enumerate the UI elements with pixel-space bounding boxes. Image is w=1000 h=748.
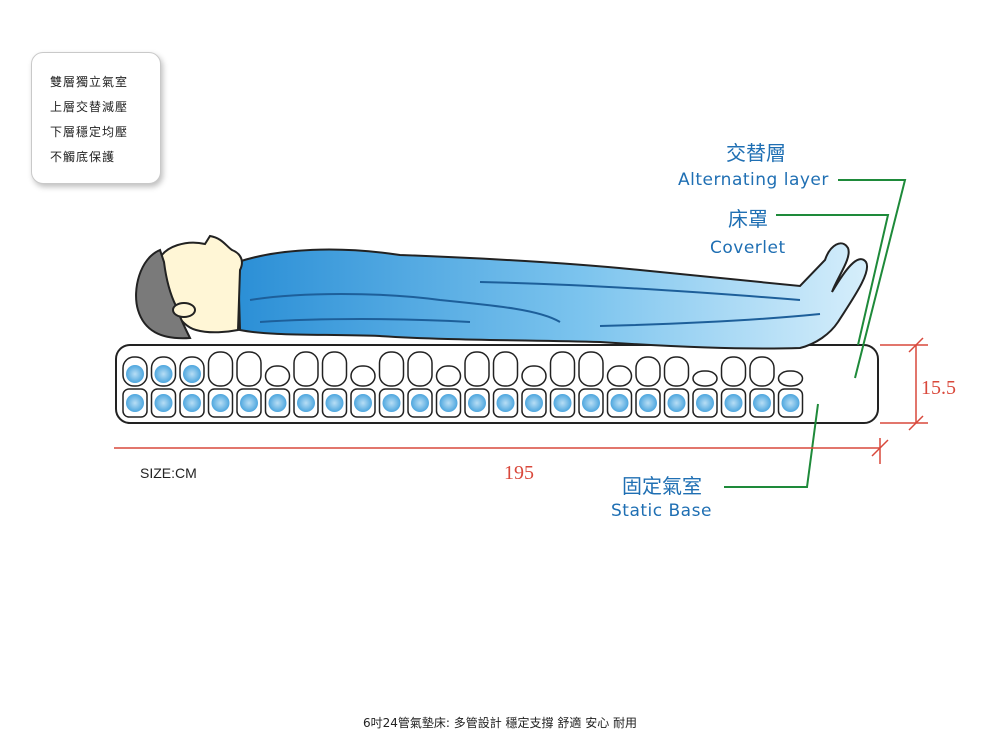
- cell-air-dot: [268, 394, 287, 412]
- static-base-label-zh: 固定氣室: [622, 474, 702, 498]
- cell-air-dot: [553, 394, 572, 412]
- cell-air-dot: [610, 394, 629, 412]
- cell-air-dot: [667, 394, 686, 412]
- upper-air-cell: [435, 365, 462, 387]
- upper-air-cell: [692, 370, 718, 387]
- leader-static: [724, 403, 819, 488]
- cell-air-dot: [354, 394, 372, 412]
- length-dimension: 195: [504, 462, 534, 484]
- cell-air-dot: [183, 394, 201, 412]
- upper-air-cell: [207, 351, 234, 387]
- upper-air-cell: [635, 356, 661, 387]
- cell-air-dot: [525, 394, 543, 412]
- cell-air-dot: [639, 394, 657, 412]
- static-base-label-en: Static Base: [611, 501, 712, 521]
- upper-air-cell: [492, 351, 519, 387]
- cell-air-dot: [582, 394, 600, 412]
- cell-air-dot: [496, 394, 515, 412]
- cell-air-dot: [211, 394, 230, 412]
- cell-air-dot: [325, 394, 344, 412]
- cell-air-dot: [439, 394, 458, 412]
- cell-air-dot: [724, 394, 743, 412]
- coverlet-label-zh: 床罩: [728, 207, 768, 231]
- note-line: 不觸底保護: [50, 150, 116, 164]
- upper-air-cell: [264, 365, 291, 387]
- upper-air-cell: [350, 365, 376, 387]
- coverlet-label-en: Coverlet: [710, 238, 786, 258]
- upper-air-cell: [777, 370, 804, 387]
- upper-air-cell: [293, 351, 319, 387]
- upper-air-cell: [236, 351, 262, 387]
- note-line: 雙層獨立氣室: [50, 75, 129, 89]
- note-line: 上層交替減壓: [50, 100, 129, 114]
- cell-air-dot: [753, 394, 771, 412]
- upper-air-cell: [378, 351, 405, 387]
- cell-air-dot: [382, 394, 401, 412]
- upper-air-cell: [606, 365, 633, 387]
- upper-air-cell: [578, 351, 604, 387]
- product-caption: 6吋24管氣墊床: 多管設計 穩定支撐 舒適 安心 耐用: [362, 716, 638, 730]
- size-unit-label: SIZE:CM: [140, 465, 197, 481]
- cell-air-dot: [696, 394, 714, 412]
- alternating-layer-label-en: Alternating layer: [678, 170, 829, 190]
- cell-air-dot: [126, 365, 144, 383]
- patient-body: [236, 242, 869, 350]
- cell-air-dot: [240, 394, 258, 412]
- upper-air-cell: [521, 365, 547, 387]
- upper-air-cell: [720, 356, 747, 387]
- alternating-layer-label-zh: 交替層: [726, 141, 786, 165]
- cell-air-dot: [154, 394, 173, 412]
- upper-air-cell: [321, 351, 348, 387]
- air-cells: [122, 351, 804, 418]
- cell-air-dot: [468, 394, 486, 412]
- cell-air-dot: [411, 394, 429, 412]
- patient-illustration: [135, 234, 869, 350]
- upper-air-cell: [663, 356, 690, 387]
- feature-note-box: 雙層獨立氣室 上層交替減壓 下層穩定均壓 不觸底保護: [31, 52, 161, 184]
- upper-air-cell: [407, 351, 433, 387]
- height-dimension: 15.5: [921, 377, 956, 399]
- upper-air-cell: [549, 351, 576, 387]
- leader-coverlet: [776, 214, 890, 346]
- upper-air-cell: [464, 351, 490, 387]
- note-line: 下層穩定均壓: [50, 125, 129, 139]
- upper-air-cell: [749, 356, 775, 387]
- cell-air-dot: [126, 394, 144, 412]
- cell-air-dot: [183, 365, 201, 383]
- cell-air-dot: [154, 365, 173, 383]
- leader-alternating: [838, 179, 907, 379]
- cell-air-dot: [297, 394, 315, 412]
- cell-air-dot: [781, 394, 800, 412]
